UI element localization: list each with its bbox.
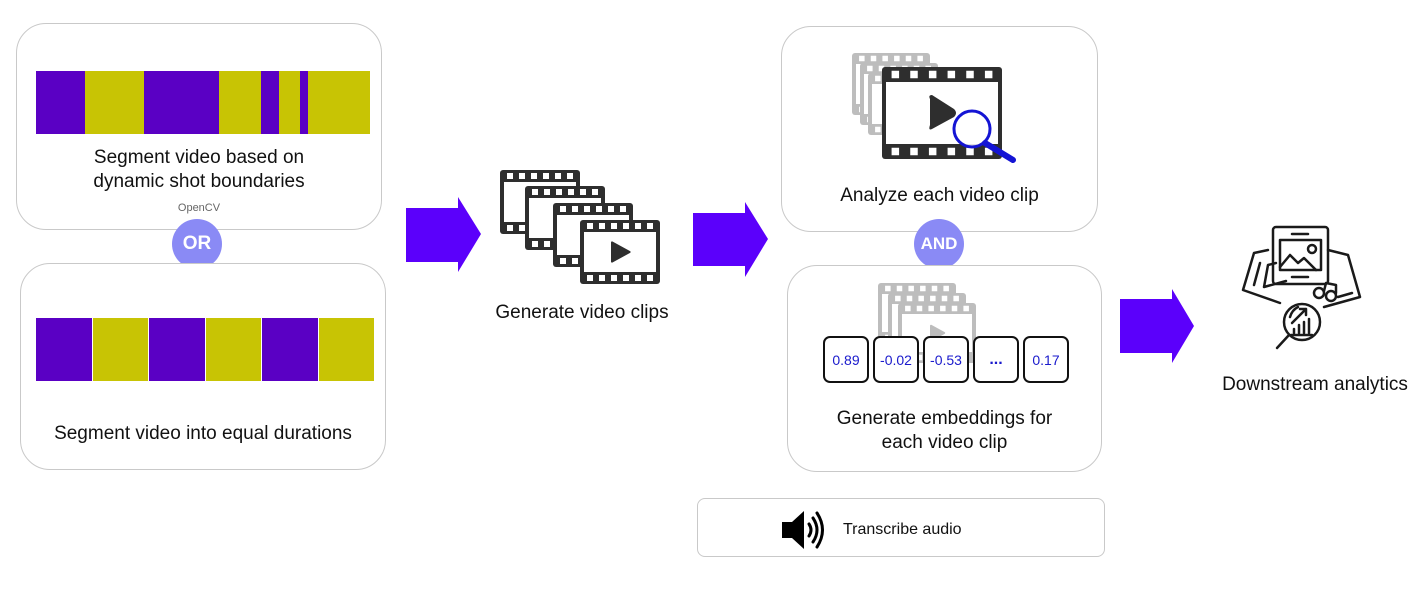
film-frame <box>580 220 660 284</box>
film-strip-stack-icon <box>500 170 660 284</box>
arrow-shape <box>693 202 768 277</box>
video-segment <box>144 71 220 134</box>
arrow-right-icon <box>693 202 768 277</box>
embedding-value: 0.89 <box>823 336 869 383</box>
video-segment <box>300 71 309 134</box>
video-segment <box>36 318 92 381</box>
equal-segmentation-label: Segment video into equal durations <box>54 423 352 444</box>
embedding-value: -0.53 <box>923 336 969 383</box>
video-magnifier-icon <box>852 53 1016 163</box>
arrow-right-icon <box>1120 289 1194 363</box>
video-segment <box>308 71 370 134</box>
clips-label: Generate video clips <box>495 302 669 323</box>
video-segment <box>204 318 261 381</box>
analyze-label: Analyze each video clip <box>840 185 1039 206</box>
embeddings-label: Generate embeddings for each video clip <box>787 407 1102 455</box>
speaker-icon <box>782 511 824 549</box>
equal-segment-bar <box>36 318 374 381</box>
video-segment <box>261 71 280 134</box>
video-segment <box>279 71 301 134</box>
embedding-vector: 0.89-0.02-0.53...0.17 <box>823 336 1073 383</box>
embeddings-label-line2: each video clip <box>881 432 1008 453</box>
video-segment <box>36 71 86 134</box>
dynamic-label-line1: Segment video based on <box>93 147 305 168</box>
magnifier-lens <box>952 109 992 149</box>
transcribe-audio-box <box>697 498 1105 557</box>
arrow-shape <box>1120 289 1194 363</box>
embeddings-label-line1: Generate embeddings for <box>836 408 1053 429</box>
transcribe-audio-label: Transcribe audio <box>843 521 962 538</box>
embedding-value: -0.02 <box>873 336 919 383</box>
downstream-label: Downstream analytics <box>1222 374 1408 395</box>
and-connector: AND <box>914 219 964 269</box>
arrow-right-icon <box>406 197 481 272</box>
arrow-shape <box>406 197 481 272</box>
dynamic-segmentation-label: Segment video based on dynamic shot boun… <box>16 146 382 194</box>
video-segment <box>85 71 145 134</box>
video-segment <box>261 318 318 381</box>
embedding-value: ... <box>973 336 1019 383</box>
or-connector: OR <box>172 219 222 269</box>
video-segment <box>91 318 148 381</box>
video-segment <box>148 318 205 381</box>
video-segment <box>317 318 374 381</box>
video-segment <box>219 71 262 134</box>
media-analytics-icon <box>1241 225 1362 350</box>
dynamic-label-line2: dynamic shot boundaries <box>93 171 305 192</box>
tool-label: OpenCV <box>177 202 221 214</box>
dynamic-segment-bar <box>36 71 370 134</box>
embedding-value: 0.17 <box>1023 336 1069 383</box>
magnifier-handle <box>982 140 1016 163</box>
